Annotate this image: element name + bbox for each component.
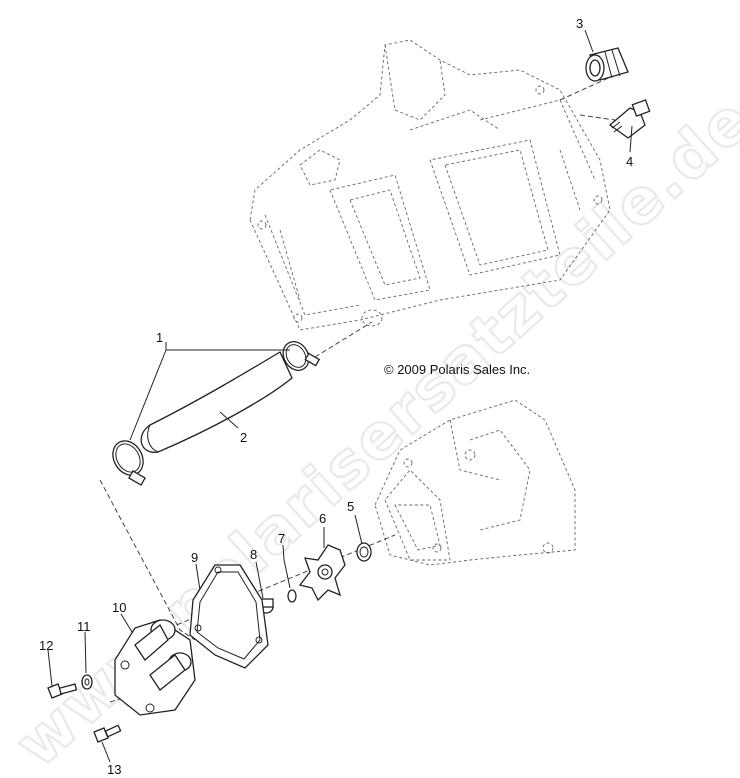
callout-9: 9 bbox=[191, 550, 198, 565]
thermostat-part bbox=[585, 47, 629, 82]
callout-10: 10 bbox=[112, 600, 126, 615]
seal-part bbox=[356, 542, 372, 562]
bolt-lower-part bbox=[93, 724, 122, 743]
callout-7: 7 bbox=[278, 531, 285, 546]
callout-13: 13 bbox=[107, 762, 121, 777]
water-pump-impeller-part bbox=[298, 544, 346, 602]
callout-5: 5 bbox=[347, 499, 354, 514]
copyright-notice: © 2009 Polaris Sales Inc. bbox=[384, 362, 530, 377]
temperature-sensor-part bbox=[608, 99, 651, 139]
callout-2: 2 bbox=[240, 430, 247, 445]
bolt-upper-part bbox=[47, 683, 78, 699]
callout-3: 3 bbox=[576, 16, 583, 31]
pin-part bbox=[283, 559, 297, 603]
coolant-hose-part bbox=[140, 351, 293, 453]
callout-6: 6 bbox=[319, 511, 326, 526]
callout-12: 12 bbox=[39, 638, 53, 653]
engine-crankcase bbox=[374, 399, 576, 566]
callout-labels: 1 2 3 4 5 6 7 8 9 10 11 12 13 bbox=[39, 16, 633, 777]
water-pump-cover-part bbox=[114, 619, 196, 716]
callout-8: 8 bbox=[250, 547, 257, 562]
callout-11: 11 bbox=[77, 619, 91, 634]
callout-4: 4 bbox=[626, 154, 633, 169]
hose-clamp-upper bbox=[282, 341, 321, 371]
watermark-text: www.polarisersatzteile.de bbox=[1, 82, 740, 778]
washer-part bbox=[81, 674, 93, 690]
pump-gasket-part bbox=[189, 564, 269, 669]
engine-cylinder-head bbox=[249, 39, 611, 331]
leader-lines bbox=[47, 29, 633, 763]
hose-clamp-lower bbox=[112, 440, 146, 486]
callout-1: 1 bbox=[156, 330, 163, 345]
